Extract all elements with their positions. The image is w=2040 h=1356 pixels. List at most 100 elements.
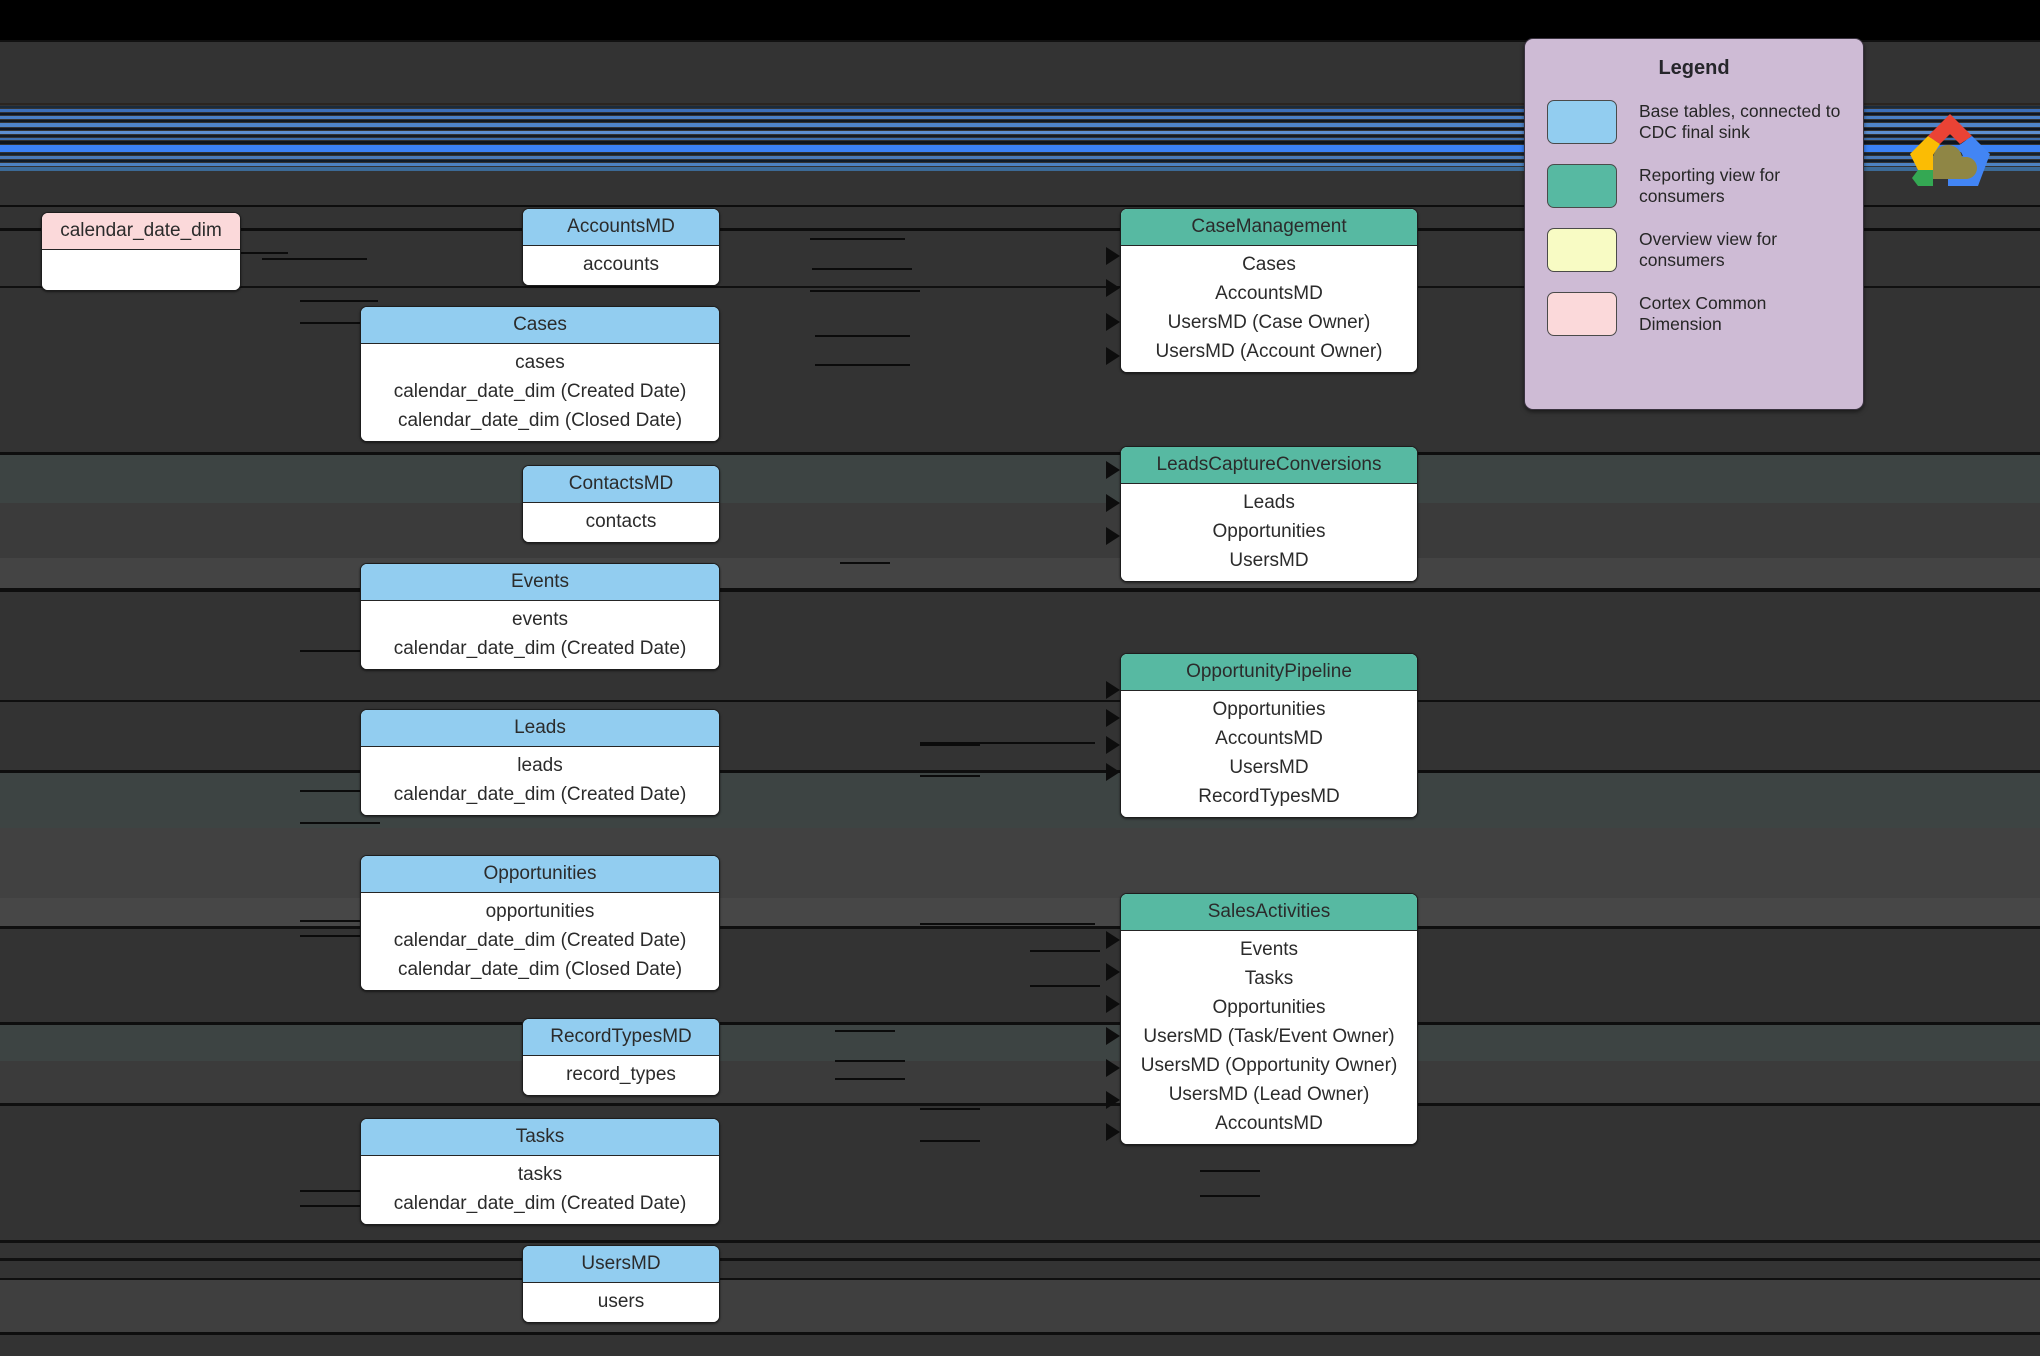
relationship-line bbox=[835, 1078, 905, 1080]
entity-field: Opportunities bbox=[1212, 521, 1326, 542]
relationship-line bbox=[300, 1190, 380, 1192]
entity-field: events bbox=[512, 609, 568, 630]
artifact-band bbox=[0, 1022, 2040, 1025]
relationship-line bbox=[1200, 1195, 1260, 1197]
legend-panel: Legend Base tables, connected to CDC fin… bbox=[1524, 38, 1864, 410]
entity-field: RecordTypesMD bbox=[1198, 786, 1340, 807]
google-cloud-logo bbox=[1900, 110, 2000, 198]
entity-field: Opportunities bbox=[1212, 699, 1326, 720]
entity-field: leads bbox=[517, 755, 563, 776]
artifact-streak bbox=[0, 163, 2040, 166]
legend-swatch-overview-view bbox=[1547, 228, 1617, 272]
entity-field: UsersMD (Opportunity Owner) bbox=[1140, 1055, 1398, 1076]
artifact-streak bbox=[0, 145, 2040, 152]
artifact-streak bbox=[0, 116, 2040, 119]
entity-field: AccountsMD bbox=[1215, 1113, 1323, 1134]
entity-field: calendar_date_dim (Closed Date) bbox=[397, 410, 683, 431]
relationship-arrow bbox=[1106, 1059, 1120, 1077]
legend-item-overview-view: Overview view for consumers bbox=[1547, 228, 1863, 272]
entity-node-recordtypesmd[interactable]: RecordTypesMD record_types bbox=[522, 1018, 720, 1096]
legend-title: Legend bbox=[1658, 57, 1730, 79]
entity-field: UsersMD (Lead Owner) bbox=[1168, 1084, 1370, 1105]
relationship-arrow bbox=[1106, 931, 1120, 949]
artifact-band bbox=[0, 1280, 2040, 1332]
entity-title: RecordTypesMD bbox=[523, 1019, 719, 1056]
artifact-band bbox=[0, 503, 2040, 558]
artifact-band bbox=[0, 1258, 2040, 1261]
relationship-line bbox=[815, 335, 910, 337]
legend-label: Reporting view for consumers bbox=[1639, 165, 1781, 206]
entity-title: Opportunities bbox=[361, 856, 719, 893]
entity-field: UsersMD bbox=[1229, 550, 1309, 571]
entity-field: Tasks bbox=[1244, 968, 1294, 989]
entity-field: UsersMD bbox=[1229, 757, 1309, 778]
entity-field: calendar_date_dim (Closed Date) bbox=[397, 959, 683, 980]
relationship-line bbox=[810, 238, 905, 240]
entity-title: SalesActivities bbox=[1121, 894, 1417, 931]
artifact-streak bbox=[0, 153, 2040, 155]
relationship-line bbox=[1030, 950, 1100, 952]
artifact-streak bbox=[0, 109, 2040, 112]
artifact-band bbox=[0, 452, 2040, 455]
entity-field: contacts bbox=[585, 511, 657, 532]
artifact-band bbox=[0, 1025, 2040, 1061]
entity-fields: accounts bbox=[523, 246, 719, 285]
relationship-line bbox=[1030, 985, 1100, 987]
relationship-line bbox=[920, 1140, 980, 1142]
artifact-band bbox=[0, 1240, 2040, 1243]
relationship-line bbox=[300, 300, 378, 302]
entity-title: calendar_date_dim bbox=[42, 213, 240, 250]
relationship-arrow bbox=[1106, 736, 1120, 754]
relationship-line bbox=[228, 252, 288, 254]
artifact-streak bbox=[0, 113, 2040, 115]
legend-items: Base tables, connected to CDC final sink… bbox=[1525, 100, 1863, 336]
entity-node-contactsmd[interactable]: ContactsMD contacts bbox=[522, 465, 720, 543]
entity-fields: users bbox=[523, 1283, 719, 1322]
entity-field: UsersMD (Task/Event Owner) bbox=[1143, 1026, 1395, 1047]
artifact-streak bbox=[0, 106, 2040, 108]
entity-node-calendar_date_dim[interactable]: calendar_date_dim bbox=[41, 212, 241, 291]
relationship-arrow bbox=[1106, 1091, 1120, 1109]
relationship-arrow bbox=[1106, 527, 1120, 545]
relationship-arrow bbox=[1106, 681, 1120, 699]
artifact-streak bbox=[0, 135, 2040, 137]
artifact-streak bbox=[0, 138, 2040, 140]
artifact-band bbox=[0, 1103, 2040, 1106]
entity-field: Cases bbox=[1242, 254, 1296, 275]
entity-field: users bbox=[597, 1291, 645, 1312]
entity-field: AccountsMD bbox=[1215, 283, 1323, 304]
entity-field: cases bbox=[515, 352, 565, 373]
legend-label: Base tables, connected to CDC final sink bbox=[1639, 101, 1841, 142]
relationship-arrow bbox=[1106, 1027, 1120, 1045]
relationship-line bbox=[835, 1030, 895, 1032]
relationship-arrow bbox=[1106, 494, 1120, 512]
relationship-arrow bbox=[1106, 1123, 1120, 1141]
relationship-line bbox=[300, 935, 370, 937]
relationship-arrow bbox=[1106, 279, 1120, 297]
relationship-line bbox=[920, 923, 1095, 925]
relationship-arrow bbox=[1106, 709, 1120, 727]
entity-field: Opportunities bbox=[1212, 997, 1326, 1018]
legend-item-cortex-dimension: Cortex Common Dimension bbox=[1547, 292, 1863, 336]
relationship-line bbox=[920, 744, 980, 746]
relationship-line bbox=[300, 650, 380, 652]
relationship-arrow bbox=[1106, 963, 1120, 981]
entity-title: ContactsMD bbox=[523, 466, 719, 503]
entity-field: record_types bbox=[566, 1064, 676, 1085]
artifact-streak bbox=[0, 123, 2040, 127]
blue-streak-artifact bbox=[0, 103, 2040, 171]
